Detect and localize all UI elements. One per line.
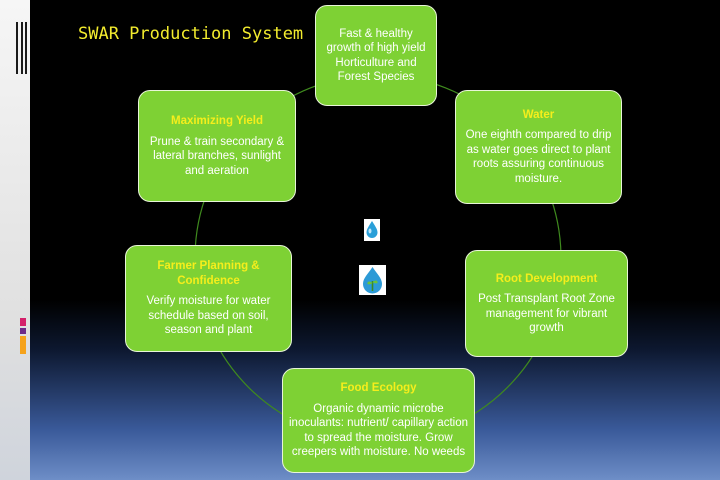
sprouting-drop-icon [359,265,386,295]
yield-heading: Maximizing Yield [170,115,264,127]
root-heading: Root Development [495,272,598,285]
food-text: Organic dynamic microbe inoculants: nutr… [289,402,468,459]
farmer-text: Verify moisture for water schedule based… [146,295,271,337]
cycle-box-food-ecology: Food Ecology Organic dynamic microbe ino… [282,368,475,473]
slide-title: SWAR Production System [78,24,304,44]
cycle-box-growth: Fast & healthy growth of high yield Hort… [315,5,437,106]
accent-purple [20,328,26,334]
left-decorative-strip [0,0,30,480]
farmer-heading: Farmer Planning & Confidence [157,260,260,287]
cycle-box-maximizing-yield: Maximizing Yield Prune & train secondary… [138,90,296,202]
water-text: One eighth compared to drip as water goe… [465,129,612,185]
yield-text: Prune & train secondary & lateral branch… [149,135,285,177]
cycle-box-water: Water One eighth compared to drip as wat… [455,90,622,204]
accent-pink [20,318,26,326]
food-heading: Food Ecology [340,382,417,395]
growth-text: Fast & healthy growth of high yield Hort… [326,27,426,84]
accent-orange [20,336,26,354]
cycle-box-farmer-planning: Farmer Planning & Confidence Verify mois… [125,245,292,352]
water-heading: Water [522,108,555,121]
root-text: Post Transplant Root Zone management for… [478,293,615,334]
cycle-box-root-development: Root Development Post Transplant Root Zo… [465,250,628,357]
water-drop-icon [364,219,380,241]
